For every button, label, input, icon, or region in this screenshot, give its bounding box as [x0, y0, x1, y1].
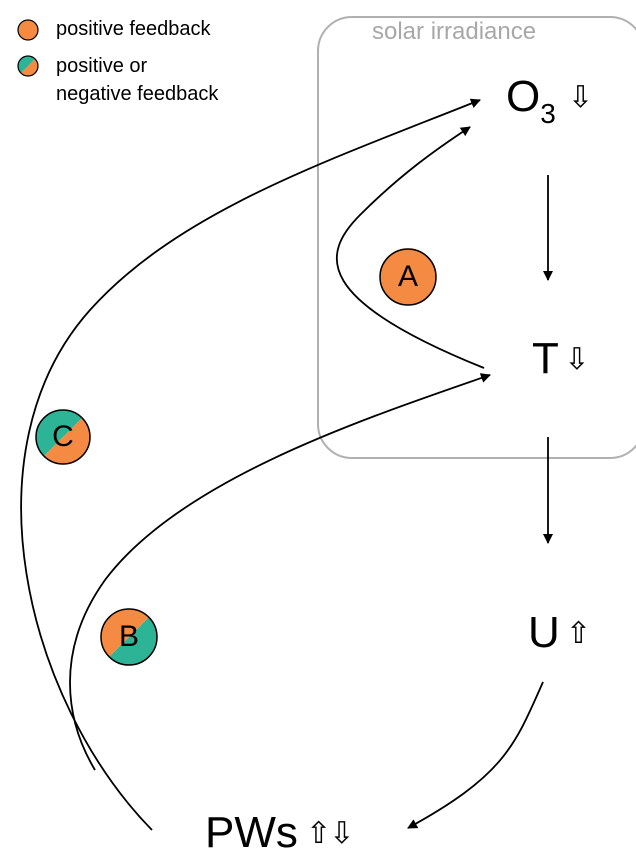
ozone-subscript: 3: [540, 98, 556, 129]
arrow-feedback-a: [335, 126, 485, 369]
feedback-a-badge: [379, 248, 437, 306]
arrow-feedback-b: [69, 373, 491, 771]
solar-irradiance-box: [317, 16, 636, 459]
wind-node: U ⇧: [528, 608, 591, 663]
temperature-label: T: [532, 334, 559, 383]
feedback-a-letter: A: [397, 260, 418, 293]
wind-label: U: [528, 608, 560, 657]
temperature-down-arrow-icon: ⇩: [564, 342, 590, 377]
legend-mixed-label-line1: positive or: [56, 55, 148, 77]
planetary-waves-label: PWs: [205, 808, 298, 857]
wind-up-arrow-icon: ⇧: [566, 616, 592, 651]
legend-positive-label: positive feedback: [56, 18, 211, 40]
feedback-c-letter: C: [52, 420, 74, 453]
planetary-waves-up-arrow-icon: ⇧: [306, 816, 332, 851]
legend-positive-dot: [17, 19, 39, 41]
ozone-node: O3 ⇩: [506, 72, 594, 129]
planetary-waves-down-arrow-icon: ⇩: [329, 816, 355, 851]
legend-mixed-label-line2: negative feedback: [56, 83, 219, 105]
arrow-feedback-c: [20, 98, 481, 831]
solar-irradiance-title: solar irradiance: [372, 18, 537, 45]
feedback-b-badge: [100, 608, 158, 666]
ozone-down-arrow-icon: ⇩: [568, 80, 594, 115]
temperature-node: T ⇩: [532, 334, 589, 389]
legend-mixed-dot: [17, 55, 39, 77]
ozone-label: O: [506, 72, 541, 121]
feedback-c-badge: [35, 409, 91, 465]
feedback-b-letter: B: [118, 620, 139, 653]
planetary-waves-node: PWs ⇧⇩: [205, 808, 354, 863]
arrow-u-to-pws: [407, 681, 544, 829]
